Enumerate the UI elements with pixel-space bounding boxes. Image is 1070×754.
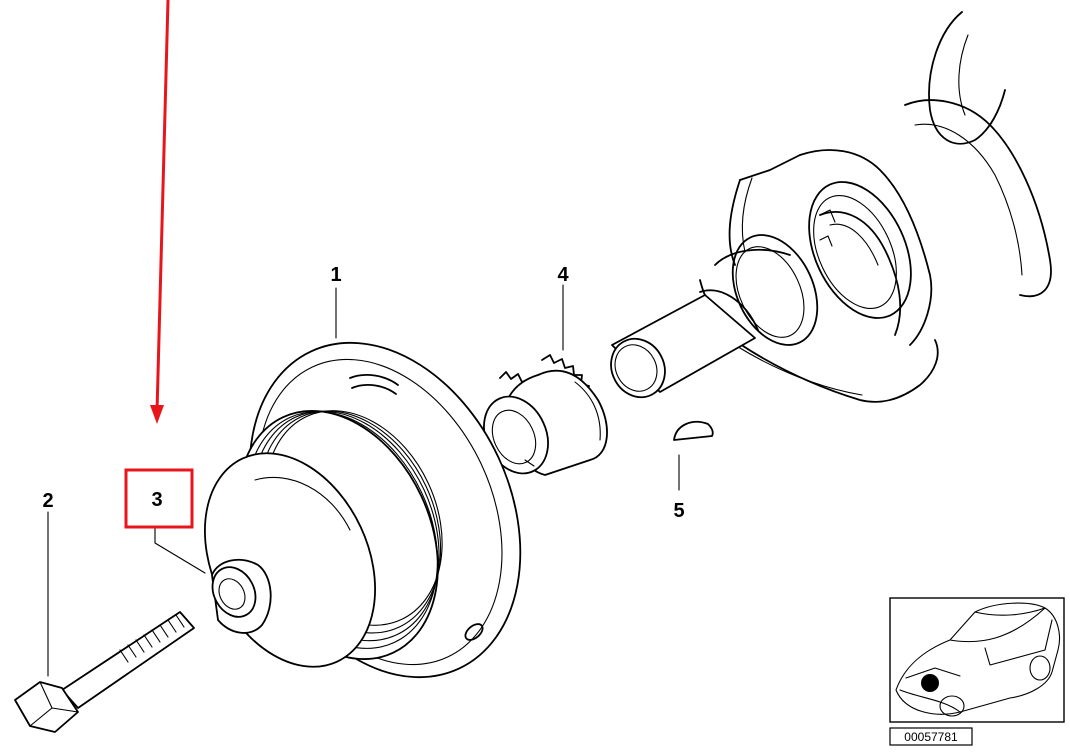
- highlight-box: [124, 468, 194, 529]
- woodruff-key: [673, 420, 714, 441]
- callout-1: 1: [330, 264, 341, 286]
- vehicle-locator-thumbnail: 00057781: [889, 597, 1065, 746]
- thumbnail-frame: [889, 597, 1065, 723]
- callout-3: 3: [151, 489, 162, 511]
- vibration-damper: [204, 341, 522, 679]
- reference-number-box: [889, 727, 973, 746]
- crankshaft: [610, 11, 1052, 403]
- callout-5: 5: [673, 500, 684, 522]
- sprocket: [483, 354, 608, 476]
- callout-4: 4: [557, 264, 569, 286]
- bolt: [14, 611, 195, 733]
- reference-number: 00057781: [904, 730, 958, 744]
- leader-lines: [47, 284, 680, 677]
- highlight-annotation: [124, 0, 194, 529]
- highlight-arrow-shaft: [155, 0, 170, 413]
- highlight-arrow-head: [150, 405, 164, 424]
- location-marker-dot: [921, 674, 939, 692]
- callout-2: 2: [42, 490, 53, 512]
